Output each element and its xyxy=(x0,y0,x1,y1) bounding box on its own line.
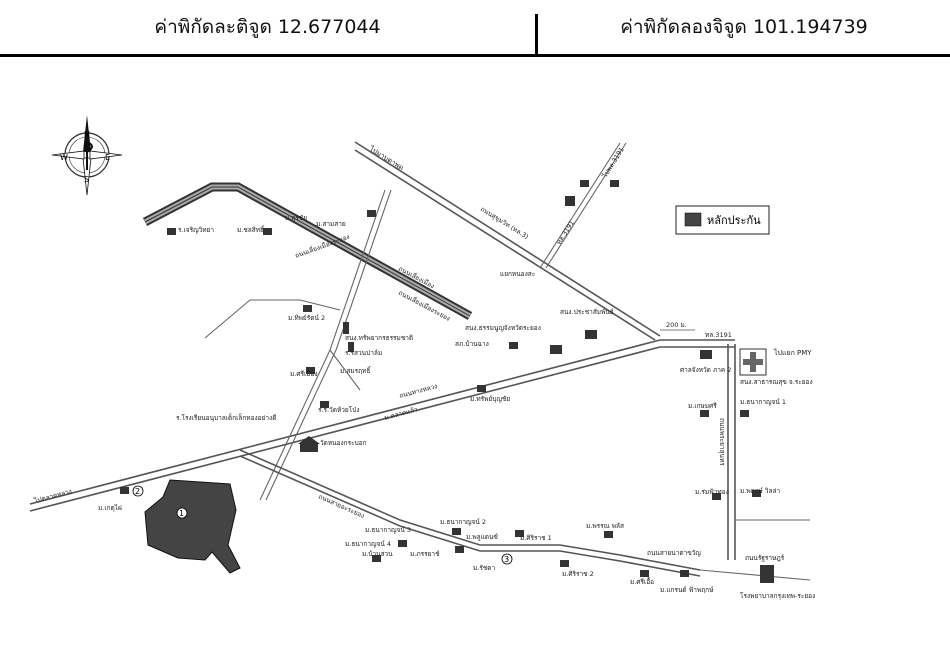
label-village-t: ม.รัชดา xyxy=(473,564,495,572)
legend-swatch-icon xyxy=(684,212,702,227)
label-village-p: ม.ศิริราช 1 xyxy=(520,534,552,542)
label-sukhumvit: ถนนสุขุมวิท (ทล.3) xyxy=(479,205,530,241)
longitude-cell: ค่าพิกัดลองจิจูด 101.194739 xyxy=(538,0,950,54)
label-office-dharma: สนง.ธรรมนูญจังหวัดระยอง xyxy=(465,324,541,332)
label-village-b: ม.ทิพย์รัตน์ 2 xyxy=(288,314,325,322)
label-office-pr: สนง.ประชาสัมพันธ์ xyxy=(560,308,614,316)
label-road-3191-east: ทล.3191 xyxy=(705,331,732,339)
label-village-g: ม.เกษมศรี xyxy=(688,402,717,410)
label-road-3191: ทล.3191 xyxy=(555,219,576,246)
label-main-road: ถนนทางหลวง xyxy=(398,382,438,400)
label-temple: วัดหนองกระบอก xyxy=(320,439,367,447)
collateral-parcel xyxy=(144,479,241,574)
label-school-a: ร.เจริญวิทยา xyxy=(178,226,214,234)
label-road-dual: ถนนรัฐราษฎร์ xyxy=(745,554,785,562)
label-village-s: ม.บ้านสวน xyxy=(362,550,393,558)
label-village-k: ม.เกตุไผ่ xyxy=(98,504,122,512)
label-road-ne: ถนนพระยาสุนทร xyxy=(718,418,726,466)
coordinate-header: ค่าพิกัดละติจูด 12.677044 ค่าพิกัดลองจิจ… xyxy=(0,0,950,57)
label-village-d: ม.สมรฤทธิ์ xyxy=(340,366,372,375)
latitude-cell: ค่าพิกัดละติจูด 12.677044 xyxy=(0,0,535,54)
label-village-h: ม.ธนากาญจน์ 1 xyxy=(740,398,786,406)
label-school-b: ม.ชลสิทธิ์ xyxy=(237,225,265,234)
bypass-highway xyxy=(142,182,473,320)
compass-s: S xyxy=(84,175,89,184)
hospital-cross-icon xyxy=(739,348,767,376)
label-to-kong: ไปตลาดหลวง xyxy=(32,487,72,505)
label-village-w: ม.แกรนด์ ฟ้าพฤกษ์ xyxy=(660,586,714,594)
compass-n: N xyxy=(84,130,90,139)
label-village-e: ม.ทรัพย์บุญชัย xyxy=(470,395,510,403)
label-school-nong: ร.โรงเรียนอนุบาลเด็กเล็กทองอย่างดี xyxy=(176,413,276,422)
label-condo: ร.รสวนปาล์ม xyxy=(345,349,382,357)
latitude-label: ค่าพิกัดละติจูด xyxy=(154,16,272,38)
label-village-j: ม.พฤกษ์ วิลล่า xyxy=(740,487,780,495)
marker-3: 3 xyxy=(504,555,509,564)
label-village-c: ม.ศรีเมือง xyxy=(290,370,318,378)
compass-w: W xyxy=(60,153,68,162)
compass-e: E xyxy=(105,153,110,162)
marker-2-icon xyxy=(132,485,144,497)
label-road-sw: ถนนสายอะระยอง xyxy=(317,493,365,520)
label-village-n: ม.ธนากาญจน์ 2 xyxy=(440,518,486,526)
location-map: N S E W หลักประกัน xyxy=(29,115,815,600)
label-to-3191: ไปพล.3191 xyxy=(600,146,625,180)
label-to-mabtaphut: ไปมาบตาพุด xyxy=(367,144,405,173)
label-road-se: ถนนสายนาตาขวัญ xyxy=(647,549,701,557)
latitude-value: 12.677044 xyxy=(277,16,381,38)
label-hospital-south: โรงพยาบาลกรุงเทพ-ระยอง xyxy=(740,592,815,600)
compass-rose-icon: N S E W xyxy=(51,115,123,196)
road-network xyxy=(29,141,811,581)
label-school-c: ม.สุรชัย xyxy=(285,214,307,222)
label-school-f: ร.ร.วัดห้วยโป่ง xyxy=(318,406,360,414)
label-junction: แยกหนองสะ xyxy=(500,270,535,278)
marker-3-icon xyxy=(501,553,513,565)
label-distance: 200 ม. xyxy=(666,321,687,329)
label-health-office: สนง.สาธารณสุข จ.ระยอง xyxy=(740,378,813,386)
marker-2: 2 xyxy=(135,487,140,496)
label-office-nature: สนง.ทรัพยากรธรรมชาติ xyxy=(345,334,413,342)
marker-1-icon xyxy=(176,507,188,519)
label-village-l: ม.พรรณ พลัส xyxy=(586,522,624,530)
label-village-m: ม.ธนากาญจน์ 3 xyxy=(365,526,411,534)
longitude-value: 101.194739 xyxy=(752,16,868,38)
header-divider xyxy=(535,14,538,54)
legend: หลักประกัน xyxy=(675,205,770,235)
marker-1: 1 xyxy=(179,509,184,518)
label-village-u: ม.ภรรยาช์ xyxy=(410,550,440,558)
label-court: ศาลจังหวัด ภาค 2 xyxy=(680,366,731,374)
label-village-r: ม.ศิริราช 2 xyxy=(562,570,594,578)
label-school-d: ม.สามสาย xyxy=(316,220,346,228)
legend-label: หลักประกัน xyxy=(707,214,761,227)
label-village-i: ม.ร่มฟ้าทอง xyxy=(695,488,729,496)
label-village-v: ม.ศรีเอื้อ xyxy=(630,577,654,586)
building-icons xyxy=(120,180,774,583)
label-village-q: ม.ธนากาญจน์ 4 xyxy=(345,540,391,548)
label-village-o: ม.พลูแดนซ์ xyxy=(466,533,498,541)
longitude-label: ค่าพิกัดลองจิจูด xyxy=(620,16,747,38)
label-police: สภ.บ้านฉาง xyxy=(455,340,489,348)
label-to-pmy: ไปแยก PMY xyxy=(773,348,812,357)
